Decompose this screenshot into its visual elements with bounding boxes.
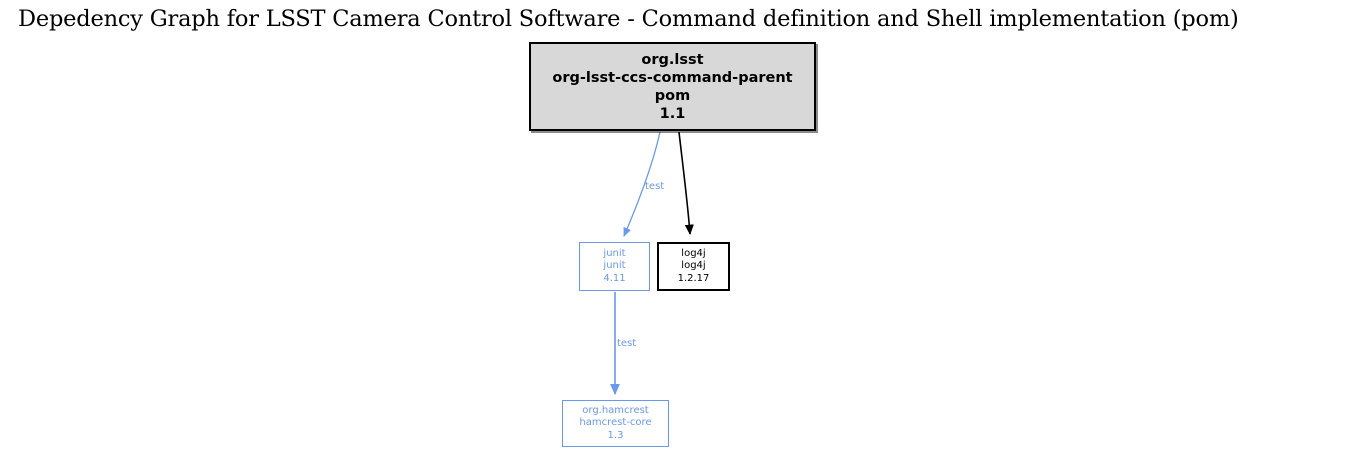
node-version: 1.3 (607, 429, 624, 441)
edge-label-test-junit-hamcrest: test (617, 338, 637, 349)
node-log4j[interactable]: log4j log4j 1.2.17 (657, 242, 730, 291)
node-hamcrest-core[interactable]: org.hamcrest hamcrest-core 1.3 (562, 400, 669, 447)
node-version: 1.2.17 (677, 272, 710, 284)
edge-root-to-junit (623, 131, 661, 237)
node-packaging: pom (654, 87, 691, 104)
node-group-id: log4j (681, 247, 706, 259)
node-group-id: org.hamcrest (582, 404, 649, 416)
node-org-lsst-ccs-command-parent[interactable]: org.lsst org-lsst-ccs-command-parent pom… (529, 42, 816, 131)
node-version: 1.1 (659, 105, 686, 122)
node-artifact-id: hamcrest-core (579, 417, 652, 429)
node-group-id: org.lsst (641, 51, 704, 68)
node-artifact-id: org-lsst-ccs-command-parent (552, 69, 793, 86)
node-artifact-id: log4j (681, 260, 706, 272)
node-version: 4.11 (603, 272, 626, 284)
edge-root-to-log4j (678, 131, 694, 236)
edge-label-test-root-junit: test (645, 181, 665, 192)
node-group-id: junit (603, 247, 626, 259)
node-artifact-id: junit (603, 260, 626, 272)
node-junit[interactable]: junit junit 4.11 (579, 242, 650, 291)
page-title: Depedency Graph for LSST Camera Control … (18, 6, 1239, 32)
